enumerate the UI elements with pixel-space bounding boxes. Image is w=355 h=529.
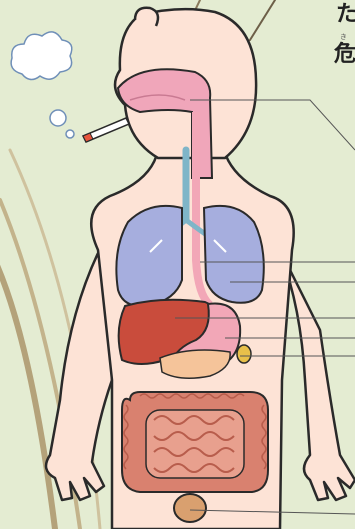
smoke-cloud-icon (11, 32, 74, 138)
cigarette-icon (83, 118, 129, 142)
ruby-fragment: き (340, 33, 347, 41)
bladder (174, 494, 206, 522)
heading-fragment: た (336, 2, 355, 28)
gallbladder (237, 345, 251, 363)
subheading-fragment: 危 (334, 42, 355, 68)
small-intestine (146, 410, 244, 478)
